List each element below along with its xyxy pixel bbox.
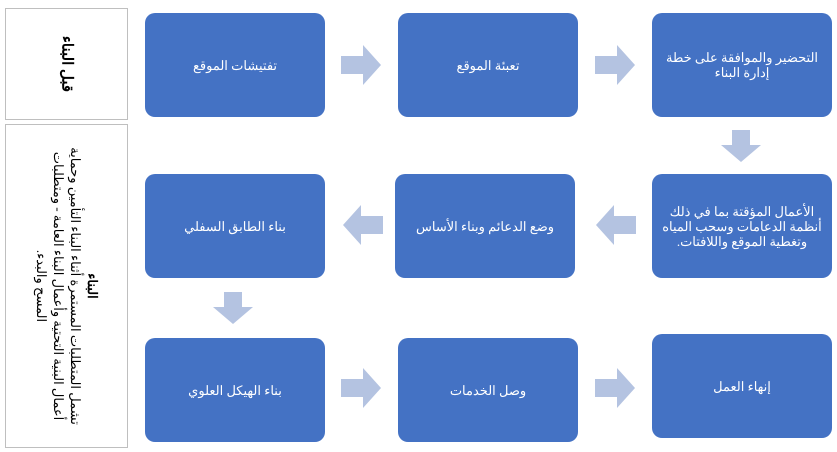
arrow-right-icon bbox=[595, 368, 635, 408]
phase-label-construction: البناء bbox=[84, 273, 100, 299]
phase-label-before: قبل البناء bbox=[58, 35, 74, 93]
arrow-left-icon bbox=[343, 205, 383, 245]
step-label: الأعمال المؤقتة بما في ذلك أنظمة الدعاما… bbox=[662, 203, 822, 249]
step-superstructure: بناء الهيكل العلوي bbox=[145, 338, 325, 442]
arrow-right-icon bbox=[595, 45, 635, 85]
step-label: تفتيشات الموقع bbox=[192, 57, 278, 73]
step-basement: بناء الطابق السفلي bbox=[145, 174, 325, 278]
step-label: تعبئة الموقع bbox=[456, 57, 520, 73]
arrow-right-icon bbox=[341, 45, 381, 85]
phase-construction: البناء تشمل المتطلبات المستمرة أثناء الب… bbox=[5, 124, 128, 448]
step-label: التحضير والموافقة على خطة إدارة البناء bbox=[665, 50, 819, 80]
step-label: بناء الطابق السفلي bbox=[184, 218, 286, 234]
step-label: وضع الدعائم وبناء الأساس bbox=[416, 218, 555, 234]
step-foundations: وضع الدعائم وبناء الأساس bbox=[395, 174, 575, 278]
phase-before-construction: قبل البناء bbox=[5, 8, 128, 120]
step-label: إنهاء العمل bbox=[713, 378, 771, 394]
arrow-down-icon bbox=[213, 292, 253, 324]
step-site-inspections: تفتيشات الموقع bbox=[145, 13, 325, 117]
step-services: وصل الخدمات bbox=[398, 338, 578, 442]
arrow-down-icon bbox=[721, 130, 761, 162]
step-completion: إنهاء العمل bbox=[652, 334, 832, 438]
arrow-right-icon bbox=[341, 368, 381, 408]
phase-description: تشمل المتطلبات المستمرة أثناء البناء الت… bbox=[33, 147, 83, 425]
step-temporary-works: الأعمال المؤقتة بما في ذلك أنظمة الدعاما… bbox=[652, 174, 832, 278]
step-construction-plan: التحضير والموافقة على خطة إدارة البناء bbox=[652, 13, 832, 117]
step-site-mobilization: تعبئة الموقع bbox=[398, 13, 578, 117]
step-label: وصل الخدمات bbox=[449, 382, 527, 398]
arrow-left-icon bbox=[596, 205, 636, 245]
step-label: بناء الهيكل العلوي bbox=[188, 382, 282, 398]
